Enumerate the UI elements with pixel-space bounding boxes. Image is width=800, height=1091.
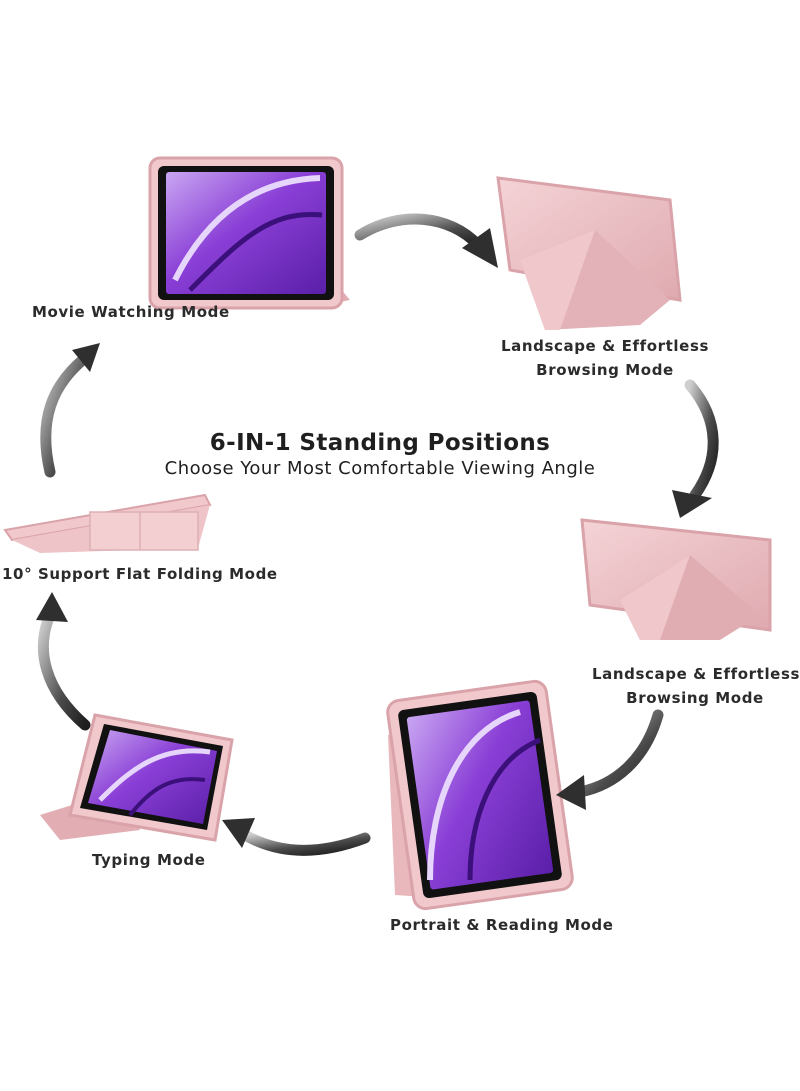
- arrow-landscape-to-landscape-icon: [672, 379, 719, 518]
- portrait-mode-tablet-image: [386, 679, 574, 911]
- portrait-mode-label: Portrait & Reading Mode: [390, 916, 614, 934]
- arrow-flat-to-movie-icon: [40, 343, 100, 478]
- arrow-portrait-to-typing-icon: [222, 818, 371, 856]
- arrow-landscape-to-portrait-icon: [556, 709, 664, 810]
- flat-mode-label: 10° Support Flat Folding Mode: [2, 565, 278, 583]
- landscape-mid-label-line1: Landscape & Effortless: [592, 665, 800, 683]
- landscape-top-label-line2: Browsing Mode: [536, 361, 674, 379]
- headline-subtitle: Choose Your Most Comfortable Viewing Ang…: [164, 458, 596, 479]
- landscape-top-label-line1: Landscape & Effortless: [500, 337, 710, 355]
- flat-mode-tablet-image: [3, 493, 212, 553]
- movie-mode-tablet-image: [148, 156, 350, 310]
- typing-mode-label: Typing Mode: [92, 851, 206, 869]
- typing-mode-tablet-image: [40, 713, 234, 842]
- landscape-mode-tablet-image: [496, 176, 682, 330]
- landscape-mid-label-line2: Browsing Mode: [626, 689, 764, 707]
- arrow-typing-to-flat-icon: [36, 592, 91, 731]
- landscape-browsing-tablet-image: [580, 518, 772, 640]
- headline-block: 6-IN-1 Standing Positions Choose Your Mo…: [0, 430, 760, 479]
- headline-title: 6-IN-1 Standing Positions: [209, 430, 551, 456]
- landscape-top-label: Landscape & Effortless Browsing Mode: [495, 334, 715, 382]
- arrow-movie-to-landscape-icon: [354, 213, 498, 268]
- landscape-mid-label: Landscape & Effortless Browsing Mode: [592, 662, 800, 710]
- movie-mode-label: Movie Watching Mode: [32, 303, 230, 321]
